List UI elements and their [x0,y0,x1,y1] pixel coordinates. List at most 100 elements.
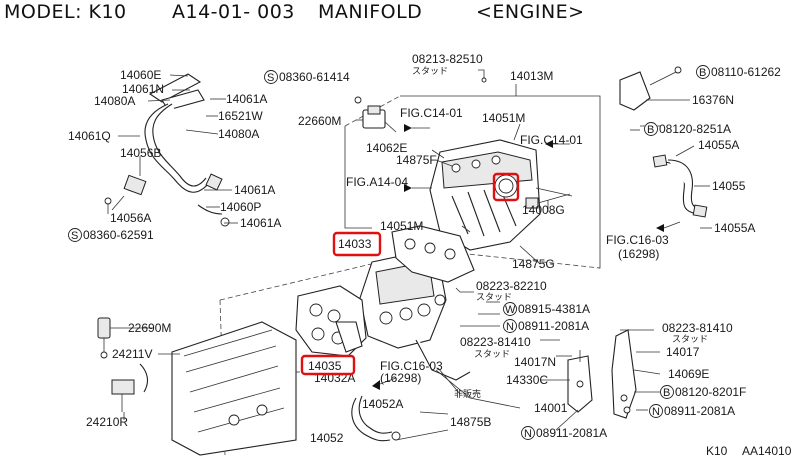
label-08110-61262: 08110-61262 [711,65,781,79]
svg-text:N: N [652,406,660,418]
label-14060P: 14060P [220,200,261,214]
label-stud-3: スタッド [672,334,708,345]
label-fig-a14-04: FIG.A14-04 [346,175,408,189]
svg-text:N: N [506,321,514,333]
label-14051M-b: 14051M [380,219,423,233]
label-08223-81410-2: 08223-81410 [460,335,531,349]
bracket-24210R [111,379,135,412]
bolt-b-icon-2 [644,122,658,136]
label-08360-61414: 08360-61414 [279,70,350,84]
exhaust-manifold [359,253,471,381]
label-14330C: 14330C [506,373,548,387]
label-14875B: 14875B [450,415,491,429]
clip-24211V [139,363,149,393]
label-14062E: 14062E [366,141,407,155]
label-08360-62591: 08360-62591 [83,228,154,242]
leader-lines [123,69,712,441]
label-08223-82210: 08223-82210 [476,279,547,293]
label-24211V: 24211V [112,347,152,361]
intake-manifold [429,139,573,251]
bolt-n-icon-1 [503,319,517,333]
bracket-14001-lower [567,350,593,413]
label-fig-c14-01-b: FIG.C14-01 [520,133,583,147]
label-14055A-2: 14055A [714,221,755,235]
hose-assembly-leaders [111,74,238,224]
sensor-22690M [97,317,126,359]
bolt-s-icon-2 [68,228,82,242]
pipe-14052 [351,395,401,442]
footer-k10: K10 [706,444,728,458]
label-fig-c16-03-a: FIG.C16-03 [606,233,669,247]
label-14069E: 14069E [668,367,709,381]
label-14056B: 14056B [120,146,161,160]
highlight-14035 [300,354,356,376]
svg-text:B: B [699,67,706,79]
label-14061A-2: 14061A [234,183,275,197]
label-14080A-2: 14080A [218,127,259,141]
label-08911-2081A-3: 08911-2081A [536,426,607,440]
label-not-sold: 非販売 [454,388,481,400]
highlight-throttle-port [492,172,520,202]
label-14061Q: 14061Q [68,129,111,143]
bolt-n-icon-2 [649,404,663,418]
label-14051M-a: 14051M [482,111,525,125]
engine-block [171,321,297,456]
part-labels: 14060E 14061N 14080A 14061A 16521W 14080… [68,52,792,458]
label-14033: 14033 [338,237,372,251]
label-14060E: 14060E [120,68,161,82]
label-08120-8251A: 08120-8251A [659,122,731,136]
label-stud-2: スタッド [476,292,512,303]
label-14001: 14001 [534,401,568,415]
highlight-annotations [300,172,520,376]
fig-arrows [372,124,681,390]
highlight-14033 [332,231,382,257]
gasket-14035 [295,285,367,357]
label-14080A: 14080A [94,94,135,108]
engine-title: <ENGINE> [476,1,585,23]
label-14035: 14035 [308,359,342,373]
hose-assembly-left [104,73,362,227]
bracket-16376N [619,66,690,111]
label-14055A-1: 14055A [698,138,739,152]
label-22690M: 22690M [128,321,171,335]
label-14061A-3: 14061A [240,216,281,230]
hose-14055 [652,154,708,218]
label-08911-2081A-1: 08911-2081A [518,319,589,333]
svg-text:S: S [267,72,274,84]
label-fig-c16-03-b: FIG.C16-03 [380,359,443,373]
svg-text:W: W [505,304,516,316]
label-22660M: 22660M [298,114,341,128]
bolt-b-icon-3 [660,385,674,399]
label-08223-81410-1: 08223-81410 [662,321,733,335]
gasket-14033 [391,225,475,283]
label-14013M: 14013M [510,69,553,83]
label-08911-2081A-2: 08911-2081A [664,404,735,418]
label-stud-1: スタッド [412,66,448,77]
svg-text:B: B [663,387,670,399]
bolt-s-icon-1 [264,70,278,84]
label-14061N: 14061N [122,82,164,96]
label-24210R: 24210R [86,415,128,429]
bracket-14017 [611,329,637,419]
label-16376N: 16376N [692,93,734,107]
section-title: MANIFOLD [318,1,422,23]
label-stud-4: スタッド [474,349,510,360]
bolt-w-icon [503,302,517,316]
svg-text:S: S [71,230,78,242]
label-14017N: 14017N [514,355,556,369]
svg-text:B: B [647,124,654,136]
sensor-22660M [356,105,397,133]
footer-code: AA14010 [742,444,792,458]
label-16298-b: (16298) [380,371,421,385]
bolt-b-icon-1 [696,65,710,79]
svg-text:N: N [524,428,532,440]
label-16521W: 16521W [218,109,263,123]
label-08120-8201F: 08120-8201F [675,385,746,399]
label-14055: 14055 [712,179,746,193]
diagram-code: A14-01- 003 [172,1,295,23]
label-14017: 14017 [666,345,700,359]
label-14875G: 14875G [512,257,555,271]
label-08915-4381A: 08915-4381A [518,302,590,316]
label-16298-a: (16298) [618,247,659,261]
